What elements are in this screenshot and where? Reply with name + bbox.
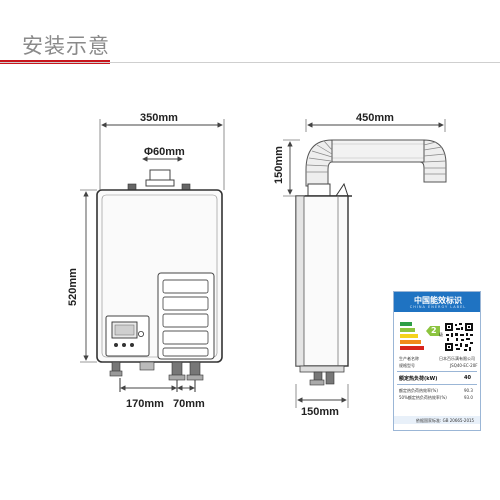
energy-label: 中国能效标识 CHINA ENERGY LABEL 2 级 — [393, 291, 481, 431]
rated-load-value: 40 — [464, 375, 471, 381]
efficiency-key-2: 50%额定热负荷热效率(%) — [399, 395, 447, 400]
grade-bar-3 — [400, 334, 418, 338]
side-flue-height-label: 150mm — [273, 146, 285, 184]
bottom-right-label: 70mm — [173, 398, 205, 410]
efficiency-key-1: 额定热负荷热效率(%) — [399, 388, 438, 393]
header-divider — [0, 62, 500, 63]
rated-load-key: 额定热负荷(kW) — [399, 376, 438, 382]
front-height-label: 520mm — [67, 268, 79, 306]
efficiency-value-2: 93.0 — [464, 395, 473, 400]
side-flue-length-label: 450mm — [356, 112, 394, 124]
qr-code-icon — [444, 322, 474, 352]
grade-value: 2 — [431, 326, 437, 335]
side-view-heater — [283, 119, 447, 408]
grade-bar-1 — [400, 322, 412, 326]
front-view-heater — [80, 119, 225, 392]
efficiency-value-1: 90.3 — [464, 388, 473, 393]
grade-bar-5 — [400, 346, 424, 350]
grade-indicator: 2 — [426, 326, 440, 336]
maker-value: 日本百乐满有限公司 — [439, 356, 475, 361]
maker-key: 生产者名称 — [399, 356, 419, 361]
label-divider — [397, 371, 477, 372]
grade-bar-2 — [400, 328, 415, 332]
flue-diameter-label: Φ60mm — [144, 146, 185, 158]
model-key: 规格型号 — [399, 363, 415, 368]
grade-unit: 级 — [439, 332, 443, 337]
front-width-label: 350mm — [140, 112, 178, 124]
bottom-left-label: 170mm — [126, 398, 164, 410]
label-divider — [397, 384, 477, 385]
page-title: 安装示意 — [22, 34, 110, 58]
energy-label-title: 中国能效标识 — [414, 296, 462, 305]
model-value: JSQ40-EC-20F — [450, 363, 478, 368]
grade-bar-4 — [400, 340, 421, 344]
side-depth-label: 150mm — [301, 406, 339, 418]
energy-label-header: 中国能效标识 CHINA ENERGY LABEL — [394, 292, 480, 312]
standard-text: 依据国家标准: GB 20665-2015 — [416, 418, 475, 423]
energy-label-subtitle: CHINA ENERGY LABEL — [409, 305, 467, 309]
label-footer: 依据国家标准: GB 20665-2015 — [394, 416, 480, 424]
